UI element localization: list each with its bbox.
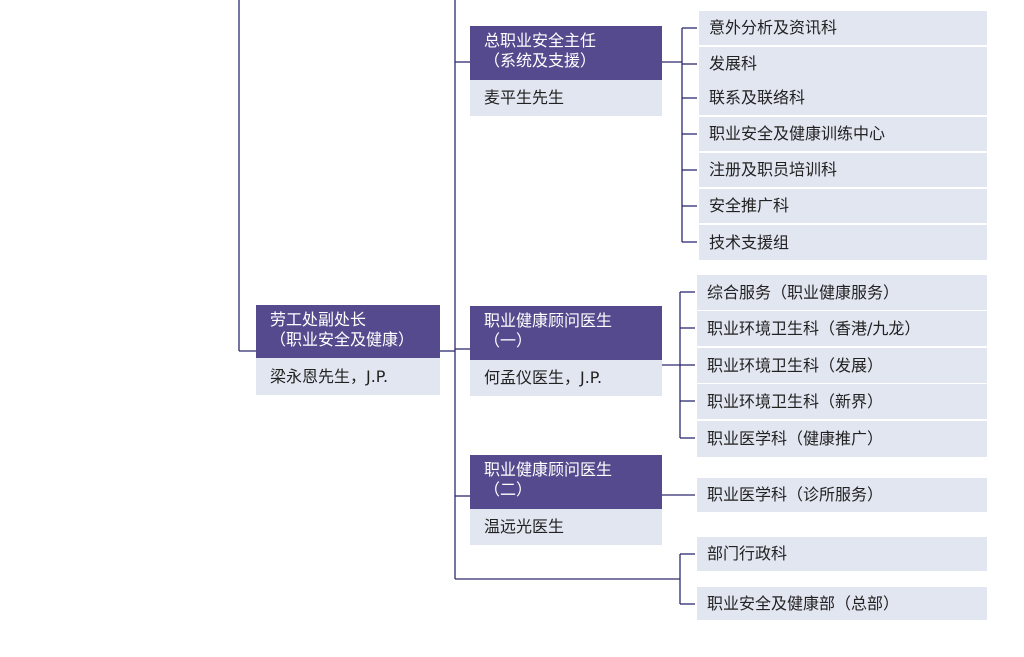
section-box: 综合服务（职业健康服务） bbox=[697, 275, 987, 310]
section-box: 职业医学科（健康推广） bbox=[697, 421, 987, 457]
section-label: 职业医学科（诊所服务） bbox=[707, 485, 884, 504]
section-box: 职业医学科（诊所服务） bbox=[697, 478, 987, 512]
manager-3-title-line-2: （二） bbox=[484, 480, 533, 499]
section-box: 安全推广科 bbox=[699, 189, 987, 223]
root-title-line-1: 劳工处副处长 bbox=[270, 310, 367, 329]
section-label: 意外分析及资讯科 bbox=[709, 18, 838, 37]
section-box: 意外分析及资讯科 bbox=[699, 11, 987, 45]
section-label: 发展科 bbox=[709, 54, 758, 73]
section-label: 技术支援组 bbox=[709, 232, 790, 252]
section-label: 联系及联络科 bbox=[709, 88, 806, 107]
manager-1-title-line-2: （系统及支援） bbox=[484, 51, 597, 70]
manager-1-name-box: 麦平生先生 bbox=[470, 80, 662, 116]
section-box: 职业环境卫生科（香港/九龙） bbox=[697, 311, 987, 346]
manager-1-title-box: 总职业安全主任 （系统及支援） bbox=[470, 26, 662, 80]
section-box: 职业环境卫生科（新界） bbox=[697, 384, 987, 419]
root-title-line-2: （职业安全及健康） bbox=[270, 330, 415, 349]
manager-2-name-box: 何孟仪医生，J.P. bbox=[470, 360, 662, 396]
section-box: 职业环境卫生科（发展） bbox=[697, 348, 987, 383]
manager-2-name: 何孟仪医生，J.P. bbox=[484, 368, 603, 387]
root-title-box: 劳工处副处长 （职业安全及健康） bbox=[256, 305, 440, 358]
manager-3-title-box: 职业健康顾问医生 （二） bbox=[470, 455, 662, 509]
section-label: 安全推广科 bbox=[709, 196, 790, 215]
manager-1-title-line-1: 总职业安全主任 bbox=[484, 31, 597, 50]
section-label: 部门行政科 bbox=[707, 544, 788, 563]
section-box: 部门行政科 bbox=[697, 537, 987, 571]
section-box: 技术支援组 bbox=[699, 225, 987, 260]
manager-3-name: 温远光医生 bbox=[484, 517, 565, 536]
manager-2-title-line-2: （一） bbox=[484, 331, 533, 350]
manager-1-name: 麦平生先生 bbox=[484, 88, 565, 107]
root-name-box: 梁永恩先生，J.P. bbox=[256, 358, 440, 395]
manager-3-name-box: 温远光医生 bbox=[470, 509, 662, 545]
section-label: 职业安全及健康训练中心 bbox=[709, 124, 886, 143]
manager-3-title-line-1: 职业健康顾问医生 bbox=[484, 460, 613, 479]
section-label: 职业医学科（健康推广） bbox=[707, 429, 884, 448]
manager-2-title-box: 职业健康顾问医生 （一） bbox=[470, 306, 662, 360]
section-box: 注册及职员培训科 bbox=[699, 153, 987, 187]
manager-2-title-line-1: 职业健康顾问医生 bbox=[484, 311, 613, 330]
root-name: 梁永恩先生，J.P. bbox=[270, 366, 389, 386]
section-label: 职业环境卫生科（新界） bbox=[707, 391, 884, 411]
section-label: 职业环境卫生科（香港/九龙） bbox=[707, 318, 921, 338]
section-label: 职业安全及健康部（总部） bbox=[707, 593, 900, 613]
section-box: 职业安全及健康训练中心 bbox=[699, 117, 987, 151]
section-box: 职业安全及健康部（总部） bbox=[697, 587, 987, 620]
section-box: 联系及联络科 bbox=[699, 81, 987, 115]
section-box: 发展科 bbox=[699, 47, 987, 81]
section-label: 综合服务（职业健康服务） bbox=[707, 282, 900, 302]
section-label: 注册及职员培训科 bbox=[709, 160, 838, 179]
section-label: 职业环境卫生科（发展） bbox=[707, 355, 884, 375]
